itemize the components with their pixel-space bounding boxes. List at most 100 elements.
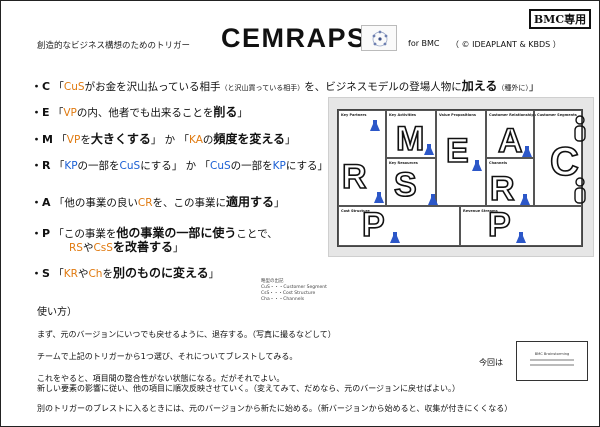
bracket-open: 「	[52, 107, 64, 119]
rule-text: がお金を沢山払っている相手	[84, 81, 221, 93]
rule-action: 別のものに変える	[112, 266, 209, 280]
overlay-letter-p: P	[361, 206, 385, 244]
overlay-letter-p2: P	[487, 206, 511, 244]
thumbnail-line	[530, 364, 574, 366]
overlay-letter-s: S	[393, 166, 417, 204]
cell-label: Key Partners	[341, 113, 367, 117]
rule-or: か	[164, 134, 176, 146]
thumbnail-title: BMC Brainstorming	[534, 352, 570, 356]
cell-channels: Channels	[486, 158, 534, 206]
legend-item: Cha・・・Channels	[261, 297, 305, 302]
rule-text: を	[80, 134, 91, 146]
cell-key-resources: Key Resources	[386, 158, 436, 206]
current-label: 今回は	[479, 358, 503, 367]
overlay-letter-e: E	[445, 132, 469, 170]
rule-text: の	[202, 134, 214, 146]
cell-value-propositions: Value Propositions	[436, 110, 486, 206]
bracket-open: 「	[56, 134, 67, 146]
rule-p-line2: RSやCsSを改善する」	[31, 240, 183, 255]
bmc-canvas-image: Key Partners Key Activities Key Resource…	[328, 97, 594, 257]
flask-icon	[520, 194, 530, 205]
bracket-close: 」	[150, 134, 162, 146]
bracket-close: 」	[172, 242, 184, 254]
bracket-close: 」	[274, 197, 285, 209]
cell-key-partners: Key Partners	[338, 110, 386, 206]
for-bmc-label: for BMC	[408, 39, 440, 48]
flask-icon	[428, 194, 438, 205]
flask-icon	[374, 192, 384, 203]
abbr-ka: KA	[189, 134, 203, 146]
bracket-close: 」	[317, 160, 328, 172]
rule-text: 他の事業の良い	[64, 197, 138, 209]
cell-revenue-streams: Revenue Streams	[460, 206, 582, 246]
bracket-close: 」	[208, 268, 220, 280]
bracket-open: 「	[53, 81, 64, 93]
overlay-letter-m: M	[395, 120, 425, 158]
business-model-canvas: Key Partners Key Activities Key Resource…	[337, 109, 583, 247]
rule-text: や	[82, 242, 94, 254]
rule-action: 加える	[461, 79, 498, 93]
cell-customer-relationships: Customer Relationships	[486, 110, 536, 158]
rule-m: ・M 「VPを大きくする」 か 「KAの頻度を変える」	[31, 132, 296, 147]
abbr-cr: CR	[137, 197, 153, 209]
cell-label: Customer Relationships	[489, 113, 536, 117]
abbr-css: CsS	[93, 242, 113, 254]
abbr-cus: CuS	[119, 160, 141, 172]
bracket-close: 」	[285, 134, 296, 146]
overlay-letter-r: R	[341, 158, 367, 196]
rule-action: 削る	[213, 105, 238, 119]
bracket-open: 「	[53, 228, 64, 240]
flask-icon	[522, 146, 532, 157]
rule-text: にする	[285, 160, 318, 172]
abbr-kp: KP	[272, 160, 286, 172]
rule-action: 頻度を変える	[213, 132, 286, 146]
abbr-vp: VP	[63, 107, 77, 119]
bracket-close: 」	[528, 81, 540, 93]
rule-text: を、ビジネスモデルの登場人物に	[304, 81, 462, 93]
flask-icon	[390, 232, 400, 243]
usage-title: 使い方）	[37, 307, 77, 318]
rule-c: ・C 「CuSがお金を沢山払っている相手（と沢山買っている相手）を、ビジネスモデ…	[31, 79, 539, 95]
abbr-cus: CuS	[63, 81, 85, 93]
page-title: CEMRAPS	[221, 23, 367, 53]
rule-letter: ・P	[31, 227, 51, 240]
abbr-kr: KR	[63, 268, 78, 280]
bracket-open: 「	[199, 160, 211, 172]
thumbnail-line	[530, 359, 574, 361]
rule-or: か	[185, 160, 197, 172]
rule-e: ・E 「VPの内、他者でも出来ることを削る」	[31, 105, 248, 120]
bracket-close: 」	[171, 160, 183, 172]
usage-line: これをやると、項目間の整合性がない状態になる。だがそれでよい。	[37, 374, 285, 383]
rule-note: （と沢山買っている相手）	[220, 84, 305, 92]
cell-label: Key Activities	[389, 113, 416, 117]
subtitle: 創造的なビジネス構想のためのトリガー	[37, 41, 191, 51]
logo-icon	[361, 25, 397, 51]
rule-text: や	[77, 268, 89, 280]
cell-label: Channels	[489, 161, 508, 165]
rule-action: 大きくする	[90, 132, 151, 146]
rule-note: （種外に）	[497, 84, 529, 92]
cell-label: Customer Segments	[537, 113, 577, 117]
flask-icon	[472, 160, 482, 171]
abbr-vp: VP	[66, 134, 81, 146]
rule-letter: ・A	[31, 196, 51, 209]
rule-a: ・A 「他の事業の良いCRを、この事業に適用する」	[31, 195, 285, 210]
bracket-open: 「	[53, 160, 65, 172]
cell-cost-structure: Cost Structure	[338, 206, 460, 246]
legend-item: CsS・・・Cost Structure	[261, 291, 316, 296]
abbr-kp: KP	[64, 160, 78, 172]
cell-label: Value Propositions	[439, 113, 476, 117]
overlay-letter-a: A	[497, 122, 523, 160]
usage-line: 新しい要素の影響に従い、他の項目に順次反映させていく。（変えてみて、だめなら、元…	[37, 384, 461, 393]
rule-text: ことで、	[236, 228, 278, 240]
bracket-open: 「	[178, 134, 190, 146]
usage-line: 別のトリガーのブレストに入るときには、元のバージョンから新たに始める。（新バージ…	[37, 404, 513, 413]
rule-letter: ・R	[31, 159, 51, 172]
flask-icon	[424, 144, 434, 155]
rule-text: の内、他者でも出来ることを	[76, 107, 214, 119]
rule-letter: ・C	[31, 80, 51, 93]
abbreviation-legend: 略型の出記 CuS・・・Customer Segment CsS・・・Cost …	[261, 279, 327, 303]
person-icon	[574, 115, 586, 142]
usage-line: まず、元のバージョンにいつでも戻せるように、退存する。（写真に撮るなどして）	[37, 330, 336, 339]
rule-letter: ・S	[31, 267, 50, 280]
